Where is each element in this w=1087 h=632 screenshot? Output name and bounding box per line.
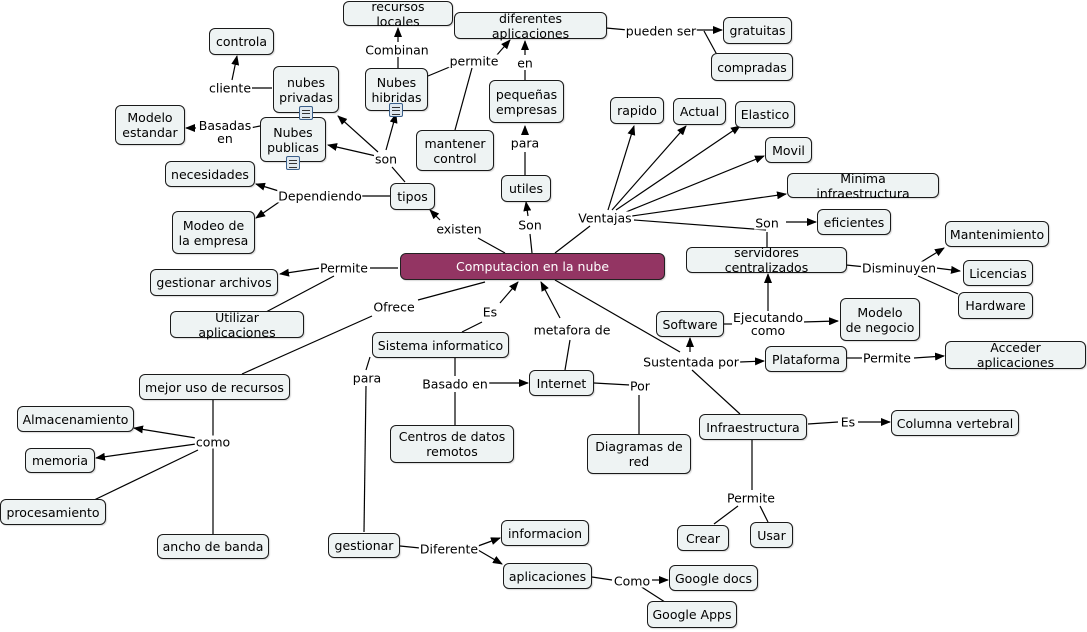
node-nubes-privadas[interactable]: nubes privadas — [273, 66, 339, 113]
node-centros-de-datos-remotos[interactable]: Centros de datos remotos — [390, 425, 514, 463]
link-label-para: para — [351, 370, 383, 386]
link-label-para: para — [509, 135, 541, 151]
link-label-permite: Permite — [862, 350, 912, 366]
node-mantener-control[interactable]: mantener control — [416, 130, 494, 171]
node-elastico[interactable]: Elastico — [735, 101, 795, 128]
node-necesidades[interactable]: necesidades — [165, 161, 255, 187]
link-label-es: Es — [481, 304, 499, 320]
link-label-ventajas: Ventajas — [577, 210, 633, 226]
link-label-por: Por — [629, 378, 651, 394]
node-gratuitas[interactable]: gratuitas — [723, 17, 792, 44]
node-controla[interactable]: controla — [209, 28, 274, 55]
link-label-disminuyen: Disminuyen — [860, 260, 938, 276]
node-sistema-informatico[interactable]: Sistema informatico — [372, 332, 509, 358]
node-plataforma[interactable]: Plataforma — [765, 346, 847, 372]
node-almacenamiento[interactable]: Almacenamiento — [17, 406, 134, 432]
node-nubes-hibridas[interactable]: Nubes hibridas — [365, 68, 428, 111]
node-eficientes[interactable]: eficientes — [817, 209, 891, 235]
node-rapido[interactable]: rapido — [610, 97, 664, 124]
link-label-son: son — [373, 151, 399, 167]
node-acceder-aplicaciones[interactable]: Acceder aplicaciones — [945, 340, 1086, 370]
node-columna-vertebral[interactable]: Columna vertebral — [891, 410, 1019, 436]
link-label-ejecutando-como: Ejecutando como — [732, 310, 804, 338]
link-label-diferente: Diferente — [418, 541, 480, 557]
link-label-permite: Permite — [319, 260, 369, 276]
node-nubes-publicas[interactable]: Nubes publicas — [260, 117, 326, 162]
node-tipos[interactable]: tipos — [390, 183, 435, 210]
node-utilizar-aplicaciones[interactable]: Utilizar aplicaciones — [170, 310, 304, 340]
node-internet[interactable]: Internet — [529, 370, 594, 396]
link-label-son: Son — [754, 215, 780, 231]
node-hardware[interactable]: Hardware — [958, 292, 1033, 319]
node-servidores-centralizados[interactable]: servidores centralizados — [686, 245, 847, 275]
node-diferentes-aplicaciones[interactable]: diferentes aplicaciones — [454, 11, 607, 41]
document-icon[interactable] — [286, 156, 300, 170]
node-minima-infraestructura[interactable]: Minima infraestructura — [787, 171, 939, 201]
link-label-pueden-ser: pueden ser — [624, 23, 698, 39]
link-label-basado-en: Basado en — [421, 376, 489, 392]
node-google-apps[interactable]: Google Apps — [647, 601, 737, 628]
document-icon[interactable] — [299, 106, 313, 120]
node-procesamiento[interactable]: procesamiento — [0, 499, 106, 525]
node-software[interactable]: Software — [656, 311, 724, 337]
link-label-permite: permite — [448, 53, 500, 69]
node-recursos-locales[interactable]: recursos locales — [343, 0, 453, 29]
link-label-basadas-en: Basadas en — [197, 118, 253, 146]
node-usar[interactable]: Usar — [750, 522, 793, 548]
node-gestionar-archivos[interactable]: gestionar archivos — [150, 269, 278, 296]
link-label-existen: existen — [435, 221, 483, 237]
document-icon[interactable] — [389, 103, 403, 117]
link-label-cliente: cliente — [207, 80, 253, 96]
node-computacion-en-la-nube[interactable]: Computacion en la nube — [400, 253, 665, 280]
node-mantenimiento[interactable]: Mantenimiento — [945, 221, 1049, 247]
node-compradas[interactable]: compradas — [711, 53, 793, 81]
link-label-en: en — [516, 55, 534, 71]
node-crear[interactable]: Crear — [677, 525, 729, 551]
node-informacion[interactable]: informacion — [501, 520, 589, 546]
link-label-metafora-de: metafora de — [532, 322, 612, 338]
link-label-sustentada-por: Sustentada por — [642, 354, 740, 370]
link-label-permite: Permite — [726, 490, 776, 506]
node-mejor-uso-de-recursos[interactable]: mejor uso de recursos — [139, 374, 290, 400]
link-label-es: Es — [839, 414, 857, 430]
node-aplicaciones[interactable]: aplicaciones — [503, 563, 592, 589]
node-infraestructura[interactable]: Infraestructura — [699, 414, 807, 440]
node-memoria[interactable]: memoria — [25, 448, 95, 473]
link-label-dependiendo: Dependiendo — [277, 188, 363, 204]
node-modelo-de-negocio[interactable]: Modelo de negocio — [840, 298, 920, 341]
node-pequenas-empresas[interactable]: pequeñas empresas — [489, 80, 564, 123]
node-actual[interactable]: Actual — [673, 98, 726, 125]
node-utiles[interactable]: utiles — [501, 175, 551, 202]
node-modeo-de-la-empresa[interactable]: Modeo de la empresa — [172, 211, 255, 254]
link-label-ofrece: Ofrece — [372, 299, 416, 315]
node-ancho-de-banda[interactable]: ancho de banda — [157, 534, 269, 559]
link-label-como: como — [194, 434, 232, 450]
node-gestionar[interactable]: gestionar — [328, 533, 400, 558]
link-label-combinan: Combinan — [364, 42, 430, 58]
node-diagramas-de-red[interactable]: Diagramas de red — [587, 434, 691, 474]
node-google-docs[interactable]: Google docs — [669, 565, 758, 591]
node-modelo-estandar[interactable]: Modelo estandar — [115, 105, 185, 145]
node-movil[interactable]: Movil — [765, 137, 812, 163]
link-label-son: Son — [517, 217, 543, 233]
link-label-como: Como — [612, 573, 652, 589]
node-licencias[interactable]: Licencias — [963, 260, 1033, 286]
